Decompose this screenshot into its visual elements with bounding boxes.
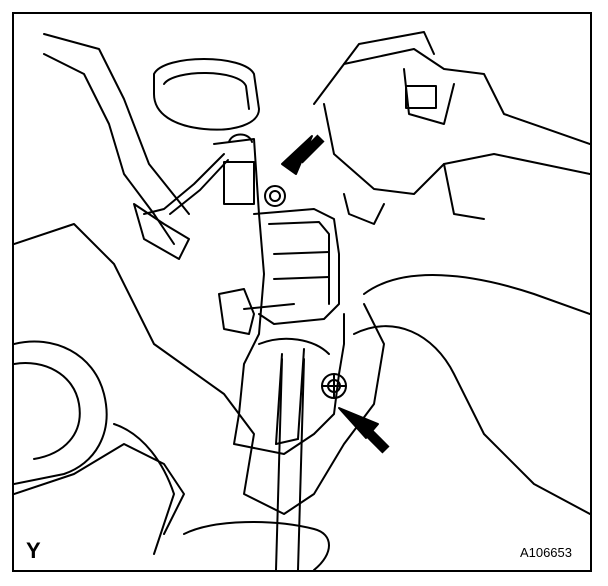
bolt-upper: [264, 185, 286, 207]
view-label: Y: [26, 538, 41, 563]
bolt-lower: [321, 373, 347, 399]
background-panel: [14, 33, 590, 570]
arrow-lower: [338, 407, 390, 454]
illustration-frame: Y A106653: [12, 12, 592, 572]
connector-upper-right: [313, 31, 590, 225]
arrow-upper: [281, 134, 325, 175]
figure-code: A106653: [519, 545, 572, 560]
pedal-sensor-illustration: [14, 31, 590, 570]
wire-harness: [133, 133, 253, 260]
sensor-body: [213, 138, 345, 570]
